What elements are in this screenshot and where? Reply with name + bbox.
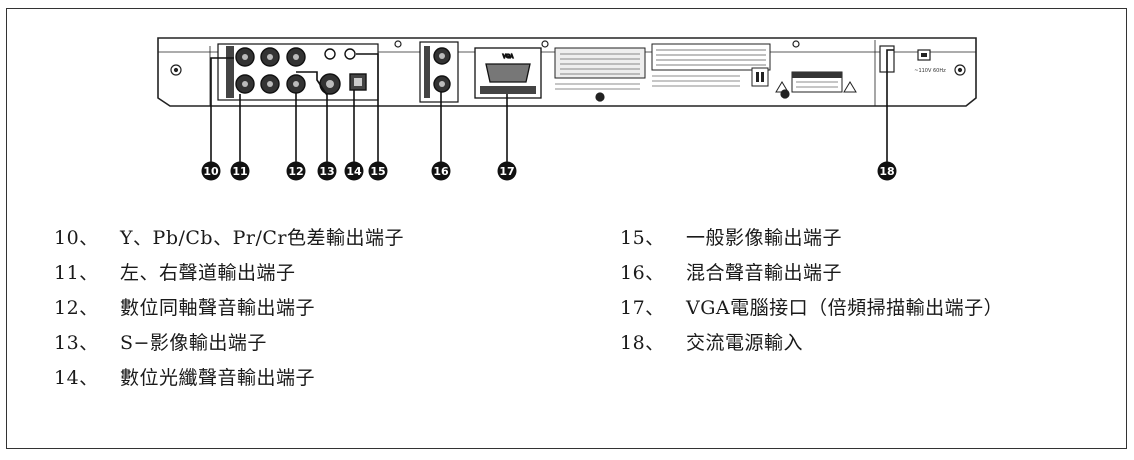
legend-text: 數位光纖聲音輸出端子 bbox=[120, 366, 316, 389]
legend-right-column: 15、一般影像輸出端子 16、混合聲音輸出端子 17、 VGA電腦接口（倍頻掃描輸… bbox=[620, 220, 1003, 360]
vga-label: VGA bbox=[503, 54, 514, 60]
legend-number: 14、 bbox=[54, 366, 99, 389]
svg-text:10: 10 bbox=[203, 165, 219, 178]
legend-text: 左、右聲道輸出端子 bbox=[120, 261, 296, 284]
legend-item: 15、一般影像輸出端子 bbox=[620, 220, 1003, 255]
legend-number: 15、 bbox=[620, 226, 665, 249]
svg-text:16: 16 bbox=[433, 165, 449, 178]
mixed-audio-jacks bbox=[419, 41, 459, 103]
legend-text: 交流電源輸入 bbox=[686, 331, 804, 354]
svg-text:14: 14 bbox=[346, 165, 362, 178]
svg-text:11: 11 bbox=[232, 165, 247, 178]
legend-item: 16、混合聲音輸出端子 bbox=[620, 255, 1003, 290]
callout-16: 16 bbox=[431, 161, 451, 181]
legend-number: 10、 bbox=[54, 226, 99, 249]
leader-lines bbox=[210, 49, 894, 172]
legend-text: S−影像輸出端子 bbox=[120, 331, 267, 354]
callout-18: 18 bbox=[877, 161, 897, 181]
diagram-frame bbox=[6, 8, 1127, 449]
legend-number: 11、 bbox=[54, 261, 99, 284]
callout-13: 13 bbox=[317, 161, 337, 181]
legend-text: 一般影像輸出端子 bbox=[686, 226, 843, 249]
callout-badges: 10 11 12 13 14 15 16 17 bbox=[201, 161, 897, 181]
legend-text: Y、Pb/Cb、Pr/Cr色差輸出端子 bbox=[120, 226, 404, 249]
legend-number: 18、 bbox=[620, 331, 665, 354]
legend-text: VGA電腦接口（倍頻掃描輸出端子） bbox=[686, 296, 1004, 319]
legend-text: 數位同軸聲音輸出端子 bbox=[120, 296, 316, 319]
svg-text:18: 18 bbox=[879, 165, 894, 178]
power-label: ~110V 60Hz bbox=[914, 68, 946, 74]
callout-11: 11 bbox=[230, 161, 250, 181]
label-stickers bbox=[554, 43, 857, 93]
legend-item: 13、 S−影像輸出端子 bbox=[54, 325, 404, 360]
svg-text:17: 17 bbox=[499, 165, 514, 178]
legend-item: 14、數位光纖聲音輸出端子 bbox=[54, 360, 404, 395]
legend-number: 17、 bbox=[620, 296, 665, 319]
legend-item: 12、數位同軸聲音輸出端子 bbox=[54, 290, 404, 325]
svg-text:15: 15 bbox=[370, 165, 385, 178]
legend-number: 13、 bbox=[54, 331, 99, 354]
legend-item: 18、交流電源輸入 bbox=[620, 325, 1003, 360]
legend-left-column: 10、Y、Pb/Cb、Pr/Cr色差輸出端子 11、左、右聲道輸出端子 12、數… bbox=[54, 220, 404, 395]
legend-number: 12、 bbox=[54, 296, 99, 319]
svg-text:12: 12 bbox=[288, 165, 303, 178]
svg-text:13: 13 bbox=[319, 165, 334, 178]
legend-number: 16、 bbox=[620, 261, 665, 284]
callout-15: 15 bbox=[368, 161, 388, 181]
callout-12: 12 bbox=[286, 161, 306, 181]
legend-item: 11、左、右聲道輸出端子 bbox=[54, 255, 404, 290]
legend-item: 17、 VGA電腦接口（倍頻掃描輸出端子） bbox=[620, 290, 1003, 325]
callout-10: 10 bbox=[201, 161, 221, 181]
legend-item: 10、 Y、Pb/Cb、Pr/Cr色差輸出端子 bbox=[54, 220, 404, 255]
legend-text: 混合聲音輸出端子 bbox=[686, 261, 843, 284]
callout-17: 17 bbox=[497, 161, 517, 181]
av-jack-block bbox=[217, 43, 379, 101]
vga-connector: VGA bbox=[474, 47, 542, 99]
callout-14: 14 bbox=[344, 161, 364, 181]
